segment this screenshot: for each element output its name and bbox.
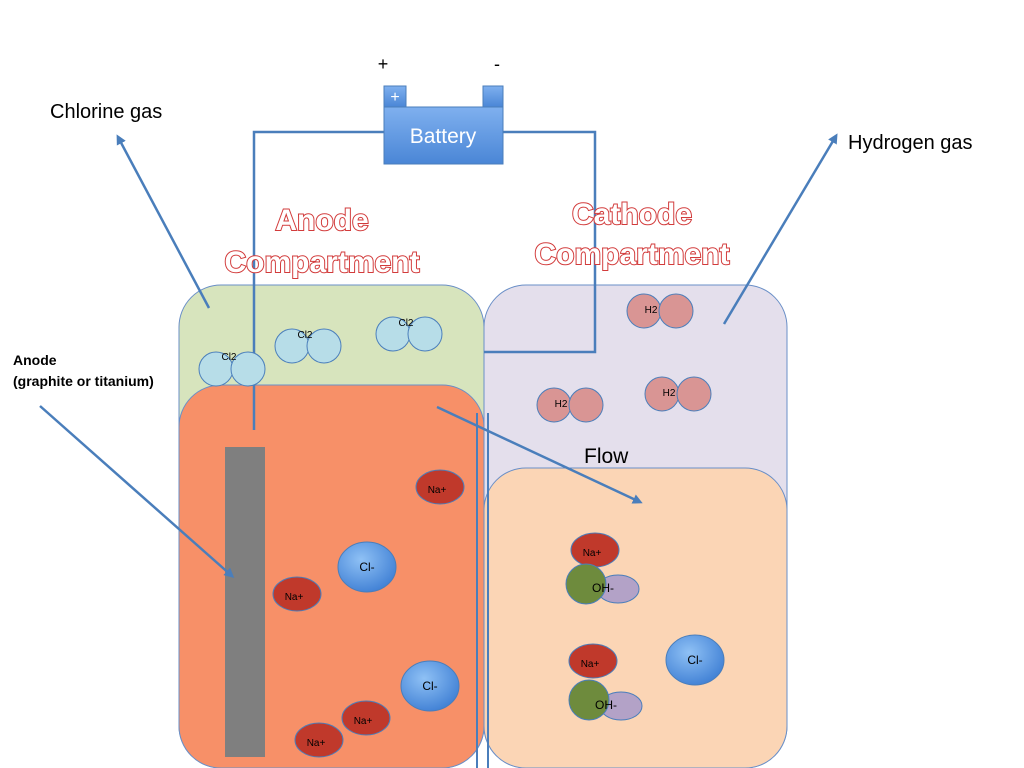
na-ion: Na+: [294, 722, 344, 758]
cl2-molecule: Cl2: [274, 328, 342, 364]
oh-label: OH-: [592, 581, 614, 595]
cl-label: Cl-: [687, 653, 702, 667]
cl-ion: Cl-: [337, 541, 397, 593]
cl-ion: Cl-: [665, 634, 725, 686]
cl2-label: Cl2: [221, 352, 236, 363]
anode-title-line1: Anode: [275, 204, 368, 237]
chlorine-gas-label: Chlorine gas: [50, 101, 162, 123]
na-label: Na+: [307, 738, 326, 749]
na-label: Na+: [354, 716, 373, 727]
na-label: Na+: [285, 592, 304, 603]
battery-label: Battery: [410, 125, 477, 148]
na-ion: Na+: [341, 700, 391, 736]
na-ion: Na+: [272, 576, 322, 612]
cl2-label: Cl2: [398, 318, 413, 329]
chlorine-arrow: [116, 134, 211, 309]
anode-electrode: [225, 447, 265, 757]
na-label: Na+: [581, 659, 600, 670]
cl-ion: Cl-: [400, 660, 460, 712]
cathode-liquid: [483, 467, 788, 768]
cl-label: Cl-: [422, 679, 437, 693]
hydrogen-arrow: [722, 133, 838, 325]
cl2-molecule: Cl2: [198, 351, 266, 387]
cl-label: Cl-: [359, 560, 374, 574]
anode-label-line1: Anode: [13, 352, 57, 368]
cl2-molecule: Cl2: [375, 316, 443, 352]
naoh-group: Na+ OH-: [568, 643, 643, 721]
minus-sign: -: [494, 54, 500, 74]
cathode-title-line1: Cathode: [572, 198, 692, 231]
naoh-group: Na+ OH-: [565, 532, 640, 605]
cl2-label: Cl2: [297, 330, 312, 341]
h2-molecule: H2: [626, 293, 694, 329]
plus-sign: +: [378, 54, 389, 74]
battery-minus-terminal: [482, 85, 504, 108]
flow-label: Flow: [584, 445, 629, 468]
h2-label: H2: [555, 399, 568, 410]
na-label: Na+: [428, 485, 447, 496]
na-label: Na+: [583, 548, 602, 559]
h2-molecule: H2: [536, 387, 604, 423]
h2-label: H2: [645, 305, 658, 316]
na-ion: Na+: [415, 469, 465, 505]
wire-cathode: [484, 130, 597, 354]
h2-label: H2: [663, 388, 676, 399]
battery-terminal-plus-label: +: [390, 89, 399, 106]
flow-arrow: [436, 405, 643, 504]
anode-label-line2: (graphite or titanium): [13, 373, 154, 389]
anode-pointer-arrow: [39, 405, 235, 578]
hydrogen-gas-label: Hydrogen gas: [848, 132, 973, 154]
anode-title-line2: Compartment: [224, 246, 419, 279]
oh-label: OH-: [595, 698, 617, 712]
h2-molecule: H2: [644, 376, 712, 412]
wire-anode: [252, 130, 384, 430]
cathode-title-line2: Compartment: [534, 238, 729, 271]
battery: [383, 106, 504, 165]
